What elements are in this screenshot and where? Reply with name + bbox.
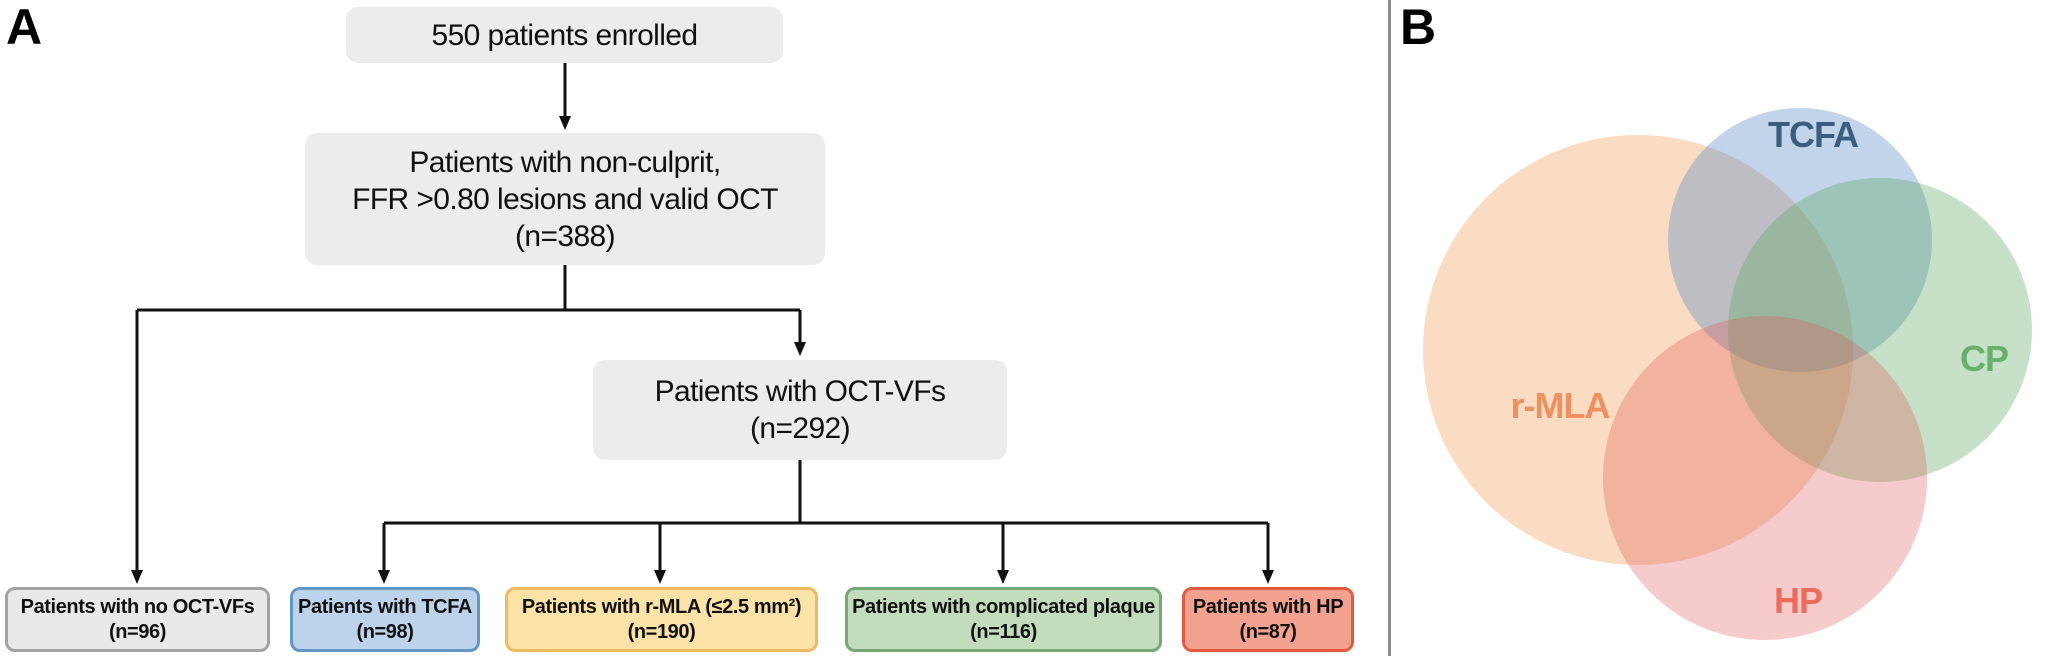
box-tcfa: Patients with TCFA (n=98) <box>290 587 480 652</box>
venn-circle-hp <box>1603 316 1927 640</box>
flowchart-connectors <box>131 63 1274 584</box>
box-oct-vfs-count: (n=292) <box>749 412 851 445</box>
box-enrolled-text: 550 patients enrolled <box>431 18 699 52</box>
panel-b-label: B <box>1400 0 1436 55</box>
box-tcfa-line1: Patients with TCFA <box>298 595 472 618</box>
box-no-oct-vfs-line1: Patients with no OCT-VFs <box>20 595 255 618</box>
box-hp: Patients with HP (n=87) <box>1182 587 1354 652</box>
venn-label-tcfa: TCFA <box>1768 114 1859 155</box>
venn-label-rmla: r-MLA <box>1511 385 1611 426</box>
box-valid-oct-line1: Patients with non-culprit, <box>409 145 721 179</box>
venn-diagram: r-MLA TCFA CP HP <box>1423 108 2032 640</box>
venn-circle-tcfa <box>1668 108 1932 372</box>
box-no-oct-vfs: Patients with no OCT-VFs (n=96) <box>5 587 270 652</box>
box-rmla: Patients with r-MLA (≤2.5 mm²) (n=190) <box>505 587 818 652</box>
panel-divider <box>1388 0 1391 656</box>
box-hp-line1: Patients with HP <box>1192 595 1344 618</box>
venn-label-hp: HP <box>1774 580 1822 621</box>
box-complicated-plaque-count: (n=116) <box>970 620 1037 643</box>
box-oct-vfs: Patients with OCT-VFs (n=292) <box>593 360 1007 460</box>
box-rmla-count: (n=190) <box>627 620 696 643</box>
box-valid-oct-line2: FFR >0.80 lesions and valid OCT <box>352 182 778 216</box>
venn-circle-rmla <box>1423 135 1853 565</box>
box-complicated-plaque: Patients with complicated plaque (n=116) <box>845 587 1162 652</box>
box-hp-count: (n=87) <box>1239 620 1297 643</box>
venn-circle-cp <box>1728 178 2032 482</box>
box-valid-oct: Patients with non-culprit, FFR >0.80 les… <box>305 133 825 265</box>
box-enrolled: 550 patients enrolled <box>346 7 783 63</box>
box-no-oct-vfs-count: (n=96) <box>108 620 167 643</box>
box-tcfa-count: (n=98) <box>356 620 414 643</box>
box-rmla-line1: Patients with r-MLA (≤2.5 mm²) <box>521 595 802 618</box>
box-complicated-plaque-line1: Patients with complicated plaque <box>852 595 1155 618</box>
panel-a-label: A <box>6 0 42 55</box>
box-valid-oct-count: (n=388) <box>514 219 616 253</box>
venn-label-cp: CP <box>1960 338 2008 379</box>
box-oct-vfs-line1: Patients with OCT-VFs <box>654 375 946 408</box>
